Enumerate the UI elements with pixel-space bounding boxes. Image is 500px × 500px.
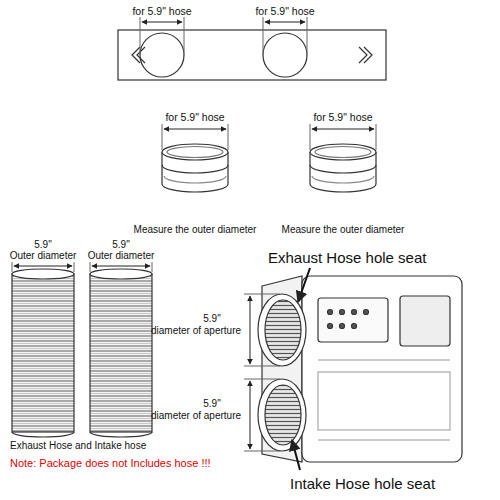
dimension-label: 5.9" (34, 239, 51, 251)
instruction-label: Measure the outer diameter (282, 224, 405, 236)
dimension-arrows (140, 17, 307, 55)
window-plate (118, 30, 386, 80)
dimension-label: for 5.9" hose (313, 111, 372, 123)
dimension-label: 5.9" (203, 398, 220, 410)
air-conditioner (262, 276, 462, 462)
dimension-label: diameter of aperture (151, 325, 241, 337)
part-name: Intake Hose hole seat (290, 475, 435, 492)
dimension-label: Outer diameter (10, 250, 77, 262)
dimension-label: 5.9" (112, 239, 129, 251)
caption-label: Exhaust Hose and Intake hose (10, 440, 146, 452)
part-name: Exhaust Hose hole seat (268, 249, 426, 266)
hose-connector (310, 144, 376, 192)
instruction-label: Measure the outer diameter (134, 224, 257, 236)
dimension-arrows (244, 294, 280, 451)
dimension-label: for 5.9" hose (255, 5, 314, 17)
note-label: Note: Package does not Includes hose !!! (10, 457, 211, 470)
dimension-label: diameter of aperture (151, 410, 241, 422)
dimension-arrows (12, 262, 152, 272)
hose-connector (162, 144, 228, 192)
dimension-label: Outer diameter (88, 250, 155, 262)
leader-arrow (292, 268, 310, 470)
dimension-arrows (162, 124, 376, 150)
hole-seat (258, 294, 306, 451)
dimension-label: for 5.9" hose (132, 5, 191, 17)
dimension-label: for 5.9" hose (165, 111, 224, 123)
hose (12, 269, 152, 437)
dimension-label: 5.9" (203, 313, 220, 325)
